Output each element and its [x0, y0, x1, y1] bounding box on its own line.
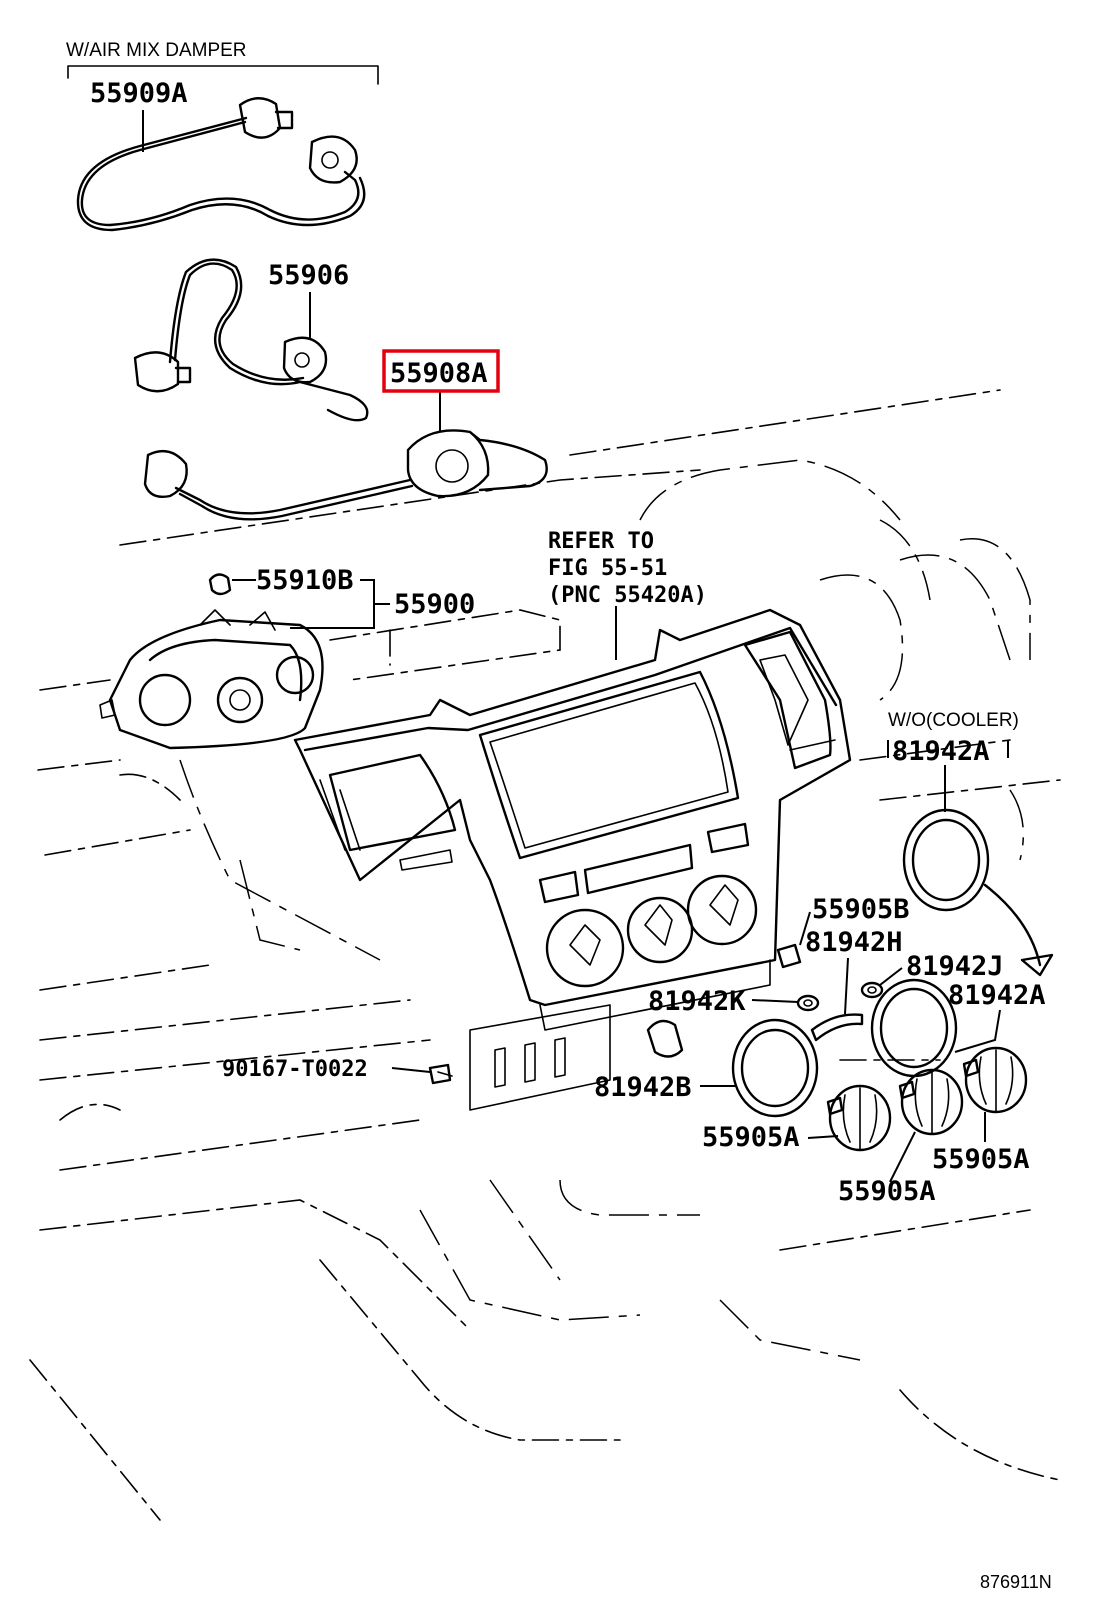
note-air-mix-damper: W/AIR MIX DAMPER	[66, 40, 247, 61]
labels: W/AIR MIX DAMPER 55909A 55906 55908A 559…	[66, 40, 1052, 1592]
figure-id: 876911N	[980, 1572, 1052, 1592]
label-55905B[interactable]: 55905B	[812, 894, 910, 925]
refer-line-1: REFER TO	[548, 529, 654, 554]
label-55908A[interactable]: 55908A	[390, 358, 488, 389]
label-90167-T0022[interactable]: 90167-T0022	[222, 1057, 368, 1082]
label-55905A-middle[interactable]: 55905A	[838, 1176, 936, 1207]
label-55910B[interactable]: 55910B	[256, 565, 354, 596]
label-55905A-right[interactable]: 55905A	[932, 1144, 1030, 1175]
knob-55905A-left	[826, 1084, 892, 1152]
ring-81942B	[731, 1018, 819, 1118]
air-mix-bracket	[67, 65, 379, 85]
wire-harness-55908A	[143, 429, 548, 521]
note-wo-cooler: W/O(COOLER)	[888, 710, 1019, 731]
label-55905A-left[interactable]: 55905A	[702, 1122, 800, 1153]
label-81942H[interactable]: 81942H	[805, 927, 903, 958]
knob-55905A-middle	[898, 1068, 964, 1136]
label-81942B[interactable]: 81942B	[594, 1072, 692, 1103]
knob-55905A-right	[962, 1046, 1028, 1114]
dashboard-outline	[29, 389, 1061, 1521]
refer-line-2: FIG 55-51	[548, 556, 667, 581]
label-55900[interactable]: 55900	[394, 589, 475, 620]
label-81942A-cooler[interactable]: 81942A	[892, 736, 990, 767]
screw-90167	[428, 1063, 453, 1085]
leader-lines	[142, 110, 1009, 1183]
label-55906[interactable]: 55906	[268, 260, 349, 291]
center-cluster-panel	[293, 608, 852, 1111]
washer-81942K	[796, 994, 820, 1012]
clip-55905B	[776, 943, 802, 969]
label-55909A[interactable]: 55909A	[90, 78, 188, 109]
label-81942A[interactable]: 81942A	[948, 980, 1046, 1011]
label-81942J[interactable]: 81942J	[906, 951, 1004, 982]
highlight-box-55908A	[382, 349, 500, 393]
refer-line-3: (PNC 55420A)	[548, 583, 707, 608]
ring-81942J	[860, 981, 884, 999]
heater-control-assembly-55900	[99, 573, 324, 750]
ring-81942A	[870, 978, 958, 1078]
clip-81942H	[810, 1013, 864, 1042]
label-81942K[interactable]: 81942K	[648, 986, 746, 1017]
bulb-socket	[646, 1019, 684, 1058]
wire-harness-55909A	[76, 97, 366, 232]
